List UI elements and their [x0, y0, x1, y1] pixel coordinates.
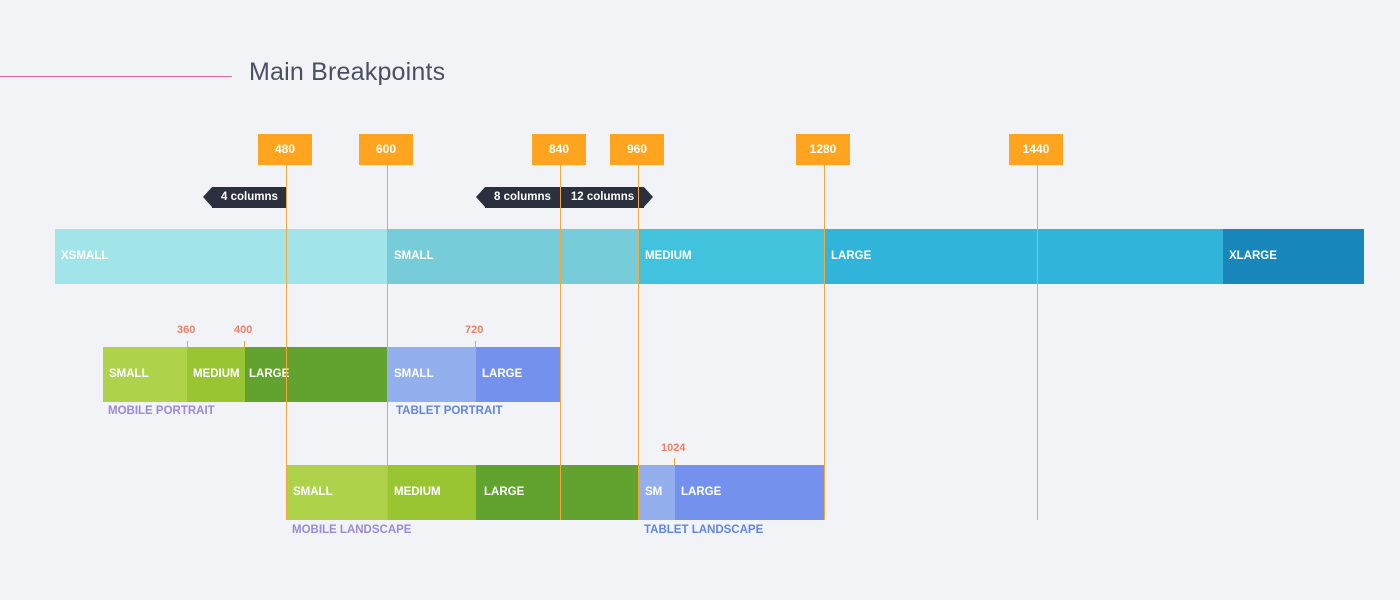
column-tag-4: 4 columns [212, 187, 287, 208]
tablet-landscape-sm: SM [639, 465, 675, 520]
breakpoint-line-1280 [824, 165, 825, 520]
mobile-portrait-small: SMALL [103, 347, 187, 402]
tick-number-360: 360 [177, 324, 196, 336]
breakpoint-tag-960: 960 [610, 134, 664, 165]
mobile-portrait-large: LARGE [245, 347, 388, 402]
page-title: Main Breakpoints [249, 58, 446, 86]
mobile-landscape-label: MOBILE LANDSCAPE [292, 524, 412, 536]
breakpoint-tag-1280: 1280 [796, 134, 850, 165]
mobile-portrait-medium: MEDIUM [187, 347, 245, 402]
column-tag-8: 8 columns [485, 187, 560, 208]
tick-360 [187, 341, 188, 347]
tablet-portrait-large: LARGE [476, 347, 561, 402]
tick-400 [244, 341, 245, 347]
breakpoint-line-960 [638, 165, 639, 520]
tick-720 [475, 341, 476, 347]
column-tag-arrow [644, 187, 653, 207]
column-tag-12: 12 columns [561, 187, 644, 208]
breakpoint-tag-1440: 1440 [1009, 134, 1063, 165]
tablet-landscape-large: LARGE [675, 465, 825, 520]
breakpoint-tag-480: 480 [258, 134, 312, 165]
tick-number-400: 400 [234, 324, 253, 336]
title-rule [0, 76, 232, 77]
window-size-xsmall: XSMALL [55, 229, 388, 284]
tick-number-1024: 1024 [661, 442, 686, 454]
breakpoint-tag-840: 840 [532, 134, 586, 165]
window-size-medium: MEDIUM [639, 229, 825, 284]
breakpoint-line-480 [286, 165, 287, 520]
breakpoint-tag-600: 600 [359, 134, 413, 165]
window-size-xlarge: XLARGE [1223, 229, 1364, 284]
window-size-small: SMALL [388, 229, 639, 284]
mobile-landscape-large: LARGE [476, 465, 639, 520]
mobile-landscape-small: SMALL [287, 465, 388, 520]
tablet-portrait-label: TABLET PORTRAIT [396, 405, 503, 417]
tablet-landscape-label: TABLET LANDSCAPE [644, 524, 764, 536]
breakpoint-line-1440 [1037, 165, 1038, 520]
breakpoint-line-600 [387, 165, 388, 520]
column-tag-arrow [476, 187, 485, 207]
tick-1024 [674, 458, 675, 465]
breakpoint-line-840 [560, 165, 561, 520]
tablet-portrait-small: SMALL [388, 347, 476, 402]
tick-number-720: 720 [465, 324, 484, 336]
mobile-landscape-medium: MEDIUM [388, 465, 476, 520]
column-tag-arrow [203, 187, 212, 207]
mobile-portrait-label: MOBILE PORTRAIT [108, 405, 215, 417]
window-size-large: LARGE [825, 229, 1223, 284]
